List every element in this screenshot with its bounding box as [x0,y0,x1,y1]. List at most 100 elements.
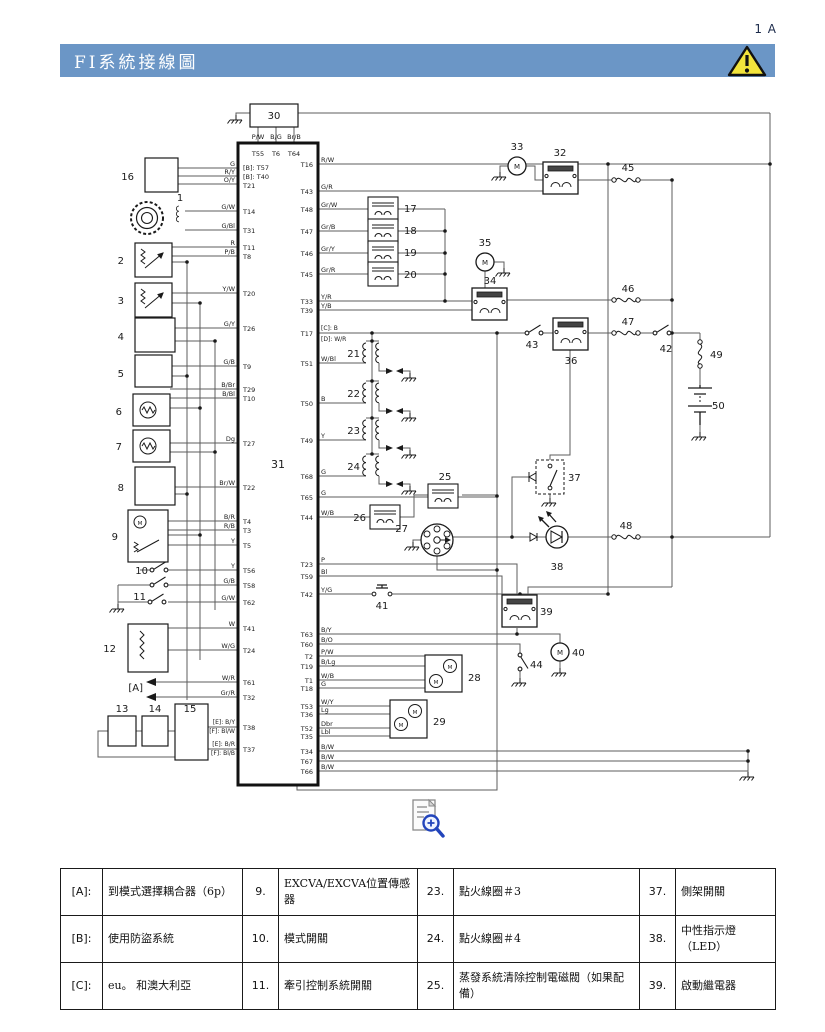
diagram-label: T29 [242,386,255,394]
left-components [107,157,209,761]
diagram-label: Y/W [221,285,235,293]
motor-35 [475,252,495,272]
diagram-label: T5 [242,542,251,550]
diagram-label: Gr/B [321,223,335,231]
component-15 [174,703,209,761]
diagram-label: 47 [622,317,635,328]
diagram-label: T27 [242,440,255,448]
diagram-label: [F]: Bl/B [211,750,235,757]
legend-description: eu。 和澳大利亞 [102,962,243,1010]
diode-icon [529,532,539,542]
diagram-label: [E]: B/Y [213,719,236,726]
diagram-label: G/R [321,183,333,191]
legend-description: 啟動繼電器 [675,962,776,1010]
diagram-label: T41 [242,625,255,633]
wiring-diagram: 303116123456789101112[A]1314151718192021… [97,103,772,838]
legend-description: 中性指示燈（LED） [675,915,776,963]
diagram-label: 10 [135,566,148,577]
motor-letter: M [399,723,404,729]
diagram-label: 18 [404,226,417,237]
diagram-label: 4 [118,332,124,343]
legend-key: [A]: [60,868,103,916]
legend-key: [B]: [60,915,103,963]
diagram-label: T24 [242,647,255,655]
diagram-label: T35 [300,733,313,741]
ignition-coil-22 [362,382,403,414]
ignition-coil-24 [362,455,403,487]
legend-key: 10. [242,915,279,963]
diagram-label: [F]: Bl/W [209,728,235,735]
connector-30 [249,103,299,128]
motor-letter: M [138,521,143,527]
diagram-label: 19 [404,248,417,259]
ignition-coils [362,342,403,487]
diagram-label: 38 [551,562,564,573]
diagram-label: [B]: T57 [243,164,269,172]
diagram-label: R/Y [224,168,235,176]
diagram-label: P/W [321,648,334,656]
diagram-label: Dbr [321,720,333,728]
crank-sensor-1 [130,201,180,235]
diagram-label: [E]: B/R [212,741,235,748]
diagram-label: 44 [530,660,543,671]
diagram-label: T37 [242,746,255,754]
diagram-label: T48 [300,206,313,214]
diagram-label: T21 [242,182,255,190]
motor-letter: M [413,710,418,716]
diagram-label: 9 [112,532,118,543]
legend-description: 側架開關 [675,868,776,916]
diagram-label: Gr/R [221,689,236,697]
fuel-pump-relay-32 [542,161,579,195]
diagram-label: 37 [568,473,581,484]
component-14 [141,715,169,747]
diagram-label: 1 [177,193,183,204]
diagram-label: T47 [300,228,313,236]
diagram-label: T8 [242,253,251,261]
diagram-label: T20 [242,290,255,298]
diagram-label: Y [320,432,325,440]
legend-description: 蒸發系統清除控制電磁閥（如果配備） [453,962,640,1010]
legend-key: 23. [417,868,454,916]
diagram-label: Y [230,537,235,545]
diagram-label: T14 [242,208,255,216]
diagram-label: T23 [300,561,313,569]
diagram-label: 27 [395,524,408,535]
diagram-label: Gr/Y [321,245,335,253]
diagram-label: 15 [184,704,197,715]
diagram-label: Y/B [320,302,332,310]
diagram-label: R/W [321,156,335,164]
diagram-label: Gr/R [321,266,336,274]
ignition-coil-21 [362,342,403,374]
diagram-label: G/Bl [222,222,236,230]
diagram-label: T45 [300,271,313,279]
legend-key: 25. [417,962,454,1010]
diagram-label: T18 [300,685,313,693]
relay-34 [471,287,508,321]
relay-36 [552,317,589,351]
diagram-label: T63 [300,631,313,639]
diagram-label: G/W [221,203,235,211]
diagram-label: T19 [300,663,313,671]
diagram-label: 21 [347,349,360,360]
diagram-label: T36 [300,711,313,719]
diagram-label: 22 [347,389,360,400]
legend-description: 使用防盜系統 [102,915,243,963]
diagram-label: 24 [347,462,360,473]
legend-key: 9. [242,868,279,916]
diagram-label: T4 [242,518,251,526]
diagram-label: 35 [479,238,492,249]
motor-letter: M [557,649,563,657]
diagram-label: W [229,620,236,628]
zoom-document-icon[interactable] [412,798,445,838]
diagram-label: 28 [468,673,481,684]
diagram-label: 11 [133,592,146,603]
legend-description: 點火線圈＃4 [453,915,640,963]
diagram-label: 20 [404,270,417,281]
ignition-switch-42 [652,324,672,336]
diagram-label: 40 [572,648,585,659]
diagram-label: 5 [118,369,124,380]
diagram-label: W/B [321,509,334,517]
